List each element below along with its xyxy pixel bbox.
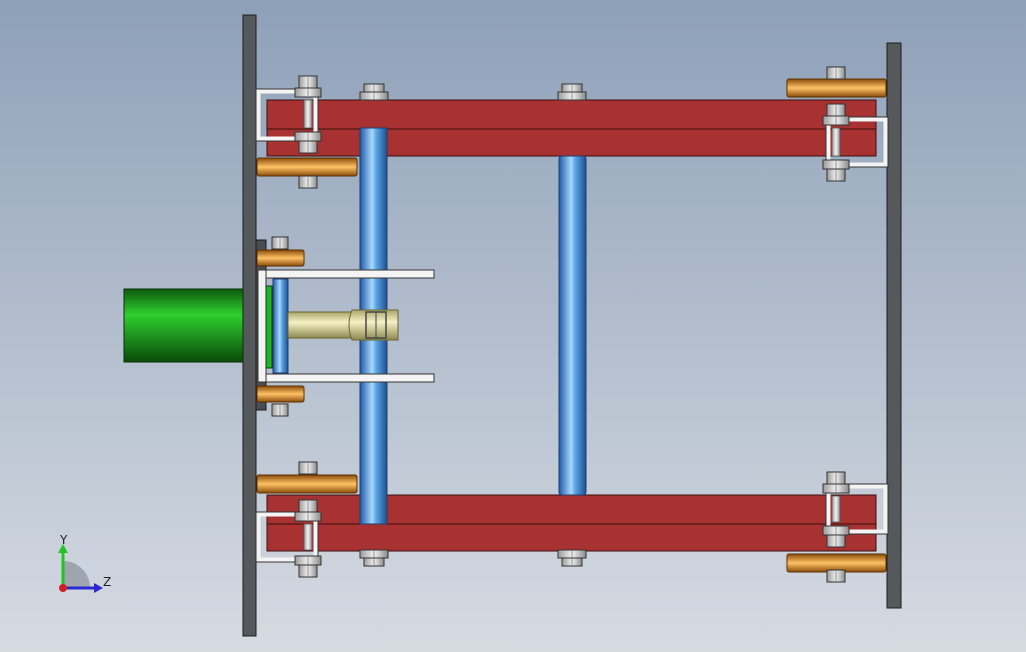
lower-beam-top	[266, 494, 877, 525]
right-end-plate	[886, 42, 902, 609]
x-axis-dot	[59, 584, 67, 592]
bolt-shank	[831, 495, 841, 523]
fasteners	[271, 66, 850, 583]
upper-left-wheel	[256, 157, 358, 177]
lower-beam-bottom	[266, 523, 877, 552]
bearing-shaft	[272, 278, 289, 374]
mount-lower-arm	[263, 373, 435, 383]
lower-left-wheel	[256, 474, 358, 494]
lower-right-bracket-outline	[825, 483, 889, 535]
upper-right-wheel	[786, 78, 887, 98]
drive-mount	[256, 249, 435, 403]
lower-left-bracket-outline	[255, 511, 319, 563]
z-axis-arrowhead	[94, 583, 103, 593]
upper-right-bracket-outline	[825, 116, 889, 168]
motor-body	[123, 288, 244, 363]
upper-beam-bottom	[266, 128, 877, 157]
mount-lower-wheel	[256, 385, 305, 403]
bolt-shank	[303, 99, 313, 129]
z-axis-label: Z	[103, 575, 111, 589]
coordinate-triad: Y Z	[58, 533, 111, 593]
upper-beam-top	[266, 99, 877, 130]
shaft-coupling	[348, 309, 399, 341]
mount-upper-arm	[263, 269, 435, 279]
lower-right-bracket	[825, 483, 889, 535]
upper-left-bracket-outline	[255, 88, 319, 142]
lower-right-wheel	[786, 553, 887, 573]
left-end-plate	[242, 14, 257, 637]
triad-arc	[63, 561, 90, 588]
upper-left-bracket	[255, 88, 319, 142]
drive-shaft	[287, 311, 353, 339]
y-axis-label: Y	[59, 533, 68, 547]
y-axis-arrowhead	[58, 544, 68, 553]
lower-left-bracket	[255, 511, 319, 563]
center-guide-rod	[558, 155, 587, 496]
upper-right-bracket	[825, 116, 889, 168]
mount-upper-wheel	[256, 249, 305, 267]
bolt-shank	[831, 127, 841, 157]
mount-back	[257, 269, 267, 383]
bolt-shank	[303, 523, 313, 551]
coupling-disc	[265, 285, 273, 369]
